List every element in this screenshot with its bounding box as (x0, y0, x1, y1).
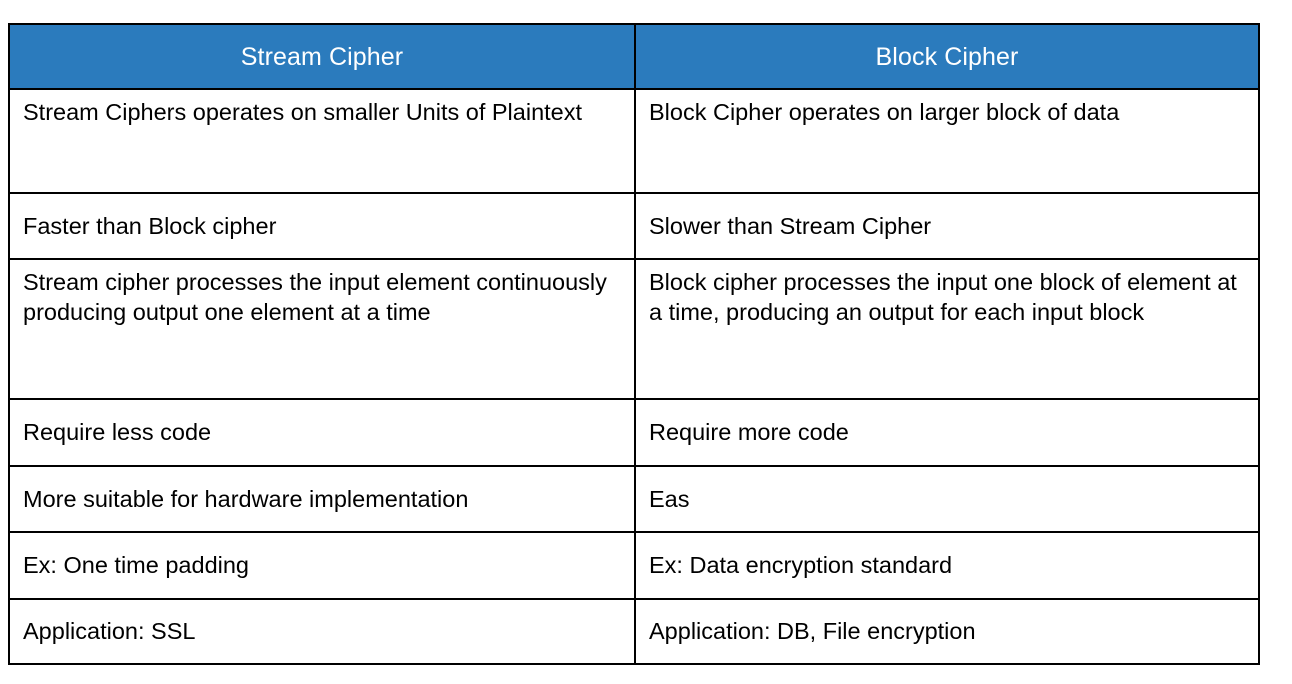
column-header-block-cipher: Block Cipher (634, 23, 1260, 90)
table-row: Application: SSL Application: DB, File e… (8, 598, 1260, 665)
cell-block-cipher: Require more code (634, 398, 1260, 467)
cell-block-cipher: Application: DB, File encryption (634, 598, 1260, 665)
cell-block-cipher: Block cipher processes the input one blo… (634, 258, 1260, 400)
cell-block-cipher: Block Cipher operates on larger block of… (634, 88, 1260, 194)
cell-stream-cipher: Faster than Block cipher (8, 192, 636, 260)
comparison-table-container: Stream Cipher Block Cipher Stream Cipher… (8, 23, 1260, 665)
cell-stream-cipher: Stream cipher processes the input elemen… (8, 258, 636, 400)
cell-block-cipher: Eas (634, 465, 1260, 533)
cell-stream-cipher: More suitable for hardware implementatio… (8, 465, 636, 533)
table-row: Faster than Block cipher Slower than Str… (8, 192, 1260, 260)
table-row: More suitable for hardware implementatio… (8, 465, 1260, 533)
table-row: Stream Ciphers operates on smaller Units… (8, 88, 1260, 194)
cell-stream-cipher: Stream Ciphers operates on smaller Units… (8, 88, 636, 194)
cell-block-cipher: Ex: Data encryption standard (634, 531, 1260, 600)
table-header: Stream Cipher Block Cipher (8, 23, 1260, 90)
cell-block-cipher: Slower than Stream Cipher (634, 192, 1260, 260)
table-row: Stream cipher processes the input elemen… (8, 258, 1260, 400)
column-header-stream-cipher: Stream Cipher (8, 23, 636, 90)
table-body: Stream Ciphers operates on smaller Units… (8, 88, 1260, 665)
cell-stream-cipher: Application: SSL (8, 598, 636, 665)
cell-stream-cipher: Require less code (8, 398, 636, 467)
stream-vs-block-cipher-table: Stream Cipher Block Cipher Stream Cipher… (8, 23, 1260, 665)
table-header-row: Stream Cipher Block Cipher (8, 23, 1260, 90)
cell-stream-cipher: Ex: One time padding (8, 531, 636, 600)
table-row: Ex: One time padding Ex: Data encryption… (8, 531, 1260, 600)
table-row: Require less code Require more code (8, 398, 1260, 467)
